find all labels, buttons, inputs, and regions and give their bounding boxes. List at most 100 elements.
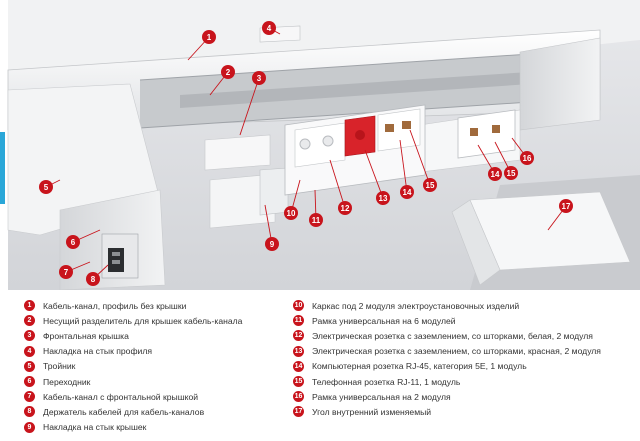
callout-badge xyxy=(284,206,298,220)
legend-item-14: 14 Компьютерная розетка RJ-45, категория … xyxy=(293,359,527,374)
callout-14-secondary: 14 xyxy=(477,144,502,181)
callout-badge xyxy=(559,199,573,213)
callout-badge xyxy=(59,265,73,279)
callout-badge xyxy=(265,237,279,251)
callout-number: 15 xyxy=(426,181,435,190)
callout-8: 8 xyxy=(86,264,109,286)
callout-number: 11 xyxy=(312,216,321,225)
legend-badge: 15 xyxy=(293,376,304,387)
legend-text: Телефонная розетка RJ-11, 1 модуль xyxy=(312,376,461,387)
legend-badge: 5 xyxy=(24,360,35,372)
legend-badge: 7 xyxy=(24,391,35,403)
legend-text: Накладка на стык крышек xyxy=(43,422,147,433)
legend-text: Рамка универсальная на 6 модулей xyxy=(312,315,456,326)
callout-number: 3 xyxy=(257,74,262,83)
legend-item-4: 4 Накладка на стык профиля xyxy=(24,344,152,359)
legend-text: Кабель-канал, профиль без крышки xyxy=(43,300,187,311)
callout-number: 9 xyxy=(270,240,275,249)
legend-text: Угол внутренний изменяемый xyxy=(312,406,432,417)
callout-badge xyxy=(221,65,235,79)
legend-item-16: 16 Рамка универсальная на 2 модуля xyxy=(293,389,451,404)
legend-item-2: 2 Несущий разделитель для крышек кабель-к… xyxy=(24,313,242,328)
legend-item-17: 17 Угол внутренний изменяемый xyxy=(293,404,431,419)
callout-9: 9 xyxy=(264,204,279,251)
callout-11: 11 xyxy=(309,189,323,227)
legend-text: Несущий разделитель для крышек кабель-ка… xyxy=(43,315,243,326)
callout-number: 13 xyxy=(379,194,388,203)
callout-number: 1 xyxy=(207,33,212,42)
accent-tab xyxy=(0,132,5,204)
legend-badge: 11 xyxy=(293,315,304,327)
callout-number: 16 xyxy=(523,154,532,163)
callout-2: 2 xyxy=(209,65,235,96)
callout-badge xyxy=(66,235,80,249)
callout-number: 17 xyxy=(562,202,571,211)
callout-leader xyxy=(399,139,408,193)
callout-3: 3 xyxy=(239,71,266,136)
legend-text: Электрическая розетка с заземлением, со … xyxy=(312,346,601,357)
callout-badge xyxy=(252,71,266,85)
right-duct-end xyxy=(519,37,601,131)
callout-badge xyxy=(202,30,216,44)
callout-13: 13 xyxy=(364,149,390,205)
legend-badge: 9 xyxy=(24,421,35,433)
callout-12: 12 xyxy=(329,159,352,215)
callout-leader xyxy=(239,77,260,136)
callout-4: 4 xyxy=(262,21,281,35)
callout-10: 10 xyxy=(284,179,301,220)
six-module-frame xyxy=(284,104,426,196)
callout-6: 6 xyxy=(66,229,101,249)
callout-badge xyxy=(338,201,352,215)
legend-badge: 10 xyxy=(293,300,304,311)
legend-text: Тройник xyxy=(43,361,76,372)
callout-leader xyxy=(364,149,384,199)
legend-badge: 14 xyxy=(293,360,304,372)
callout-5: 5 xyxy=(39,179,61,194)
callout-leader xyxy=(409,129,431,186)
legend-item-7: 7 Кабель-канал с фронтальной крышкой xyxy=(24,389,198,404)
callout-badge xyxy=(488,167,502,181)
legend-text: Электрическая розетка с заземлением, со … xyxy=(312,330,593,341)
legend-text: Компьютерная розетка RJ-45, категория 5E… xyxy=(312,361,527,372)
legend-text: Накладка на стык профиля xyxy=(43,346,152,357)
callout-number: 5 xyxy=(44,183,49,192)
legend-badge: 17 xyxy=(293,406,304,418)
callout-number: 14 xyxy=(491,170,500,179)
callout-number: 6 xyxy=(71,238,76,247)
legend-item-15: 15 Телефонная розетка RJ-11, 1 модуль xyxy=(293,374,460,389)
legend-badge: 2 xyxy=(24,315,35,327)
legend-badge: 13 xyxy=(293,345,304,357)
callout-badge xyxy=(423,178,437,192)
callout-badge xyxy=(520,151,534,165)
legend-badge: 8 xyxy=(24,406,35,418)
callout-15-secondary: 15 xyxy=(494,141,518,180)
callout-number: 14 xyxy=(403,188,412,197)
callout-badge xyxy=(262,21,276,35)
callout-17: 17 xyxy=(547,199,573,231)
legend-badge: 4 xyxy=(24,345,35,357)
inner-corner xyxy=(451,191,631,286)
callout-number: 4 xyxy=(267,24,272,33)
callout-badge xyxy=(86,272,100,286)
legend-badge: 16 xyxy=(293,391,304,403)
two-module-frame xyxy=(457,109,516,159)
legend-item-13: 13 Электрическая розетка с заземлением, с… xyxy=(293,344,601,359)
legend-item-11: 11 Рамка универсальная на 6 модулей xyxy=(293,313,456,328)
callout-15: 15 xyxy=(409,129,437,192)
legend-text: Рамка универсальная на 2 модуля xyxy=(312,391,451,402)
callout-badge xyxy=(309,213,323,227)
callout-number: 7 xyxy=(64,268,69,277)
callout-7: 7 xyxy=(59,261,91,279)
legend-item-9: 9 Накладка на стык крышек xyxy=(24,420,146,435)
callout-leader xyxy=(329,159,346,209)
legend-text: Кабель-канал с фронтальной крышкой xyxy=(43,391,199,402)
callout-number: 10 xyxy=(287,209,296,218)
